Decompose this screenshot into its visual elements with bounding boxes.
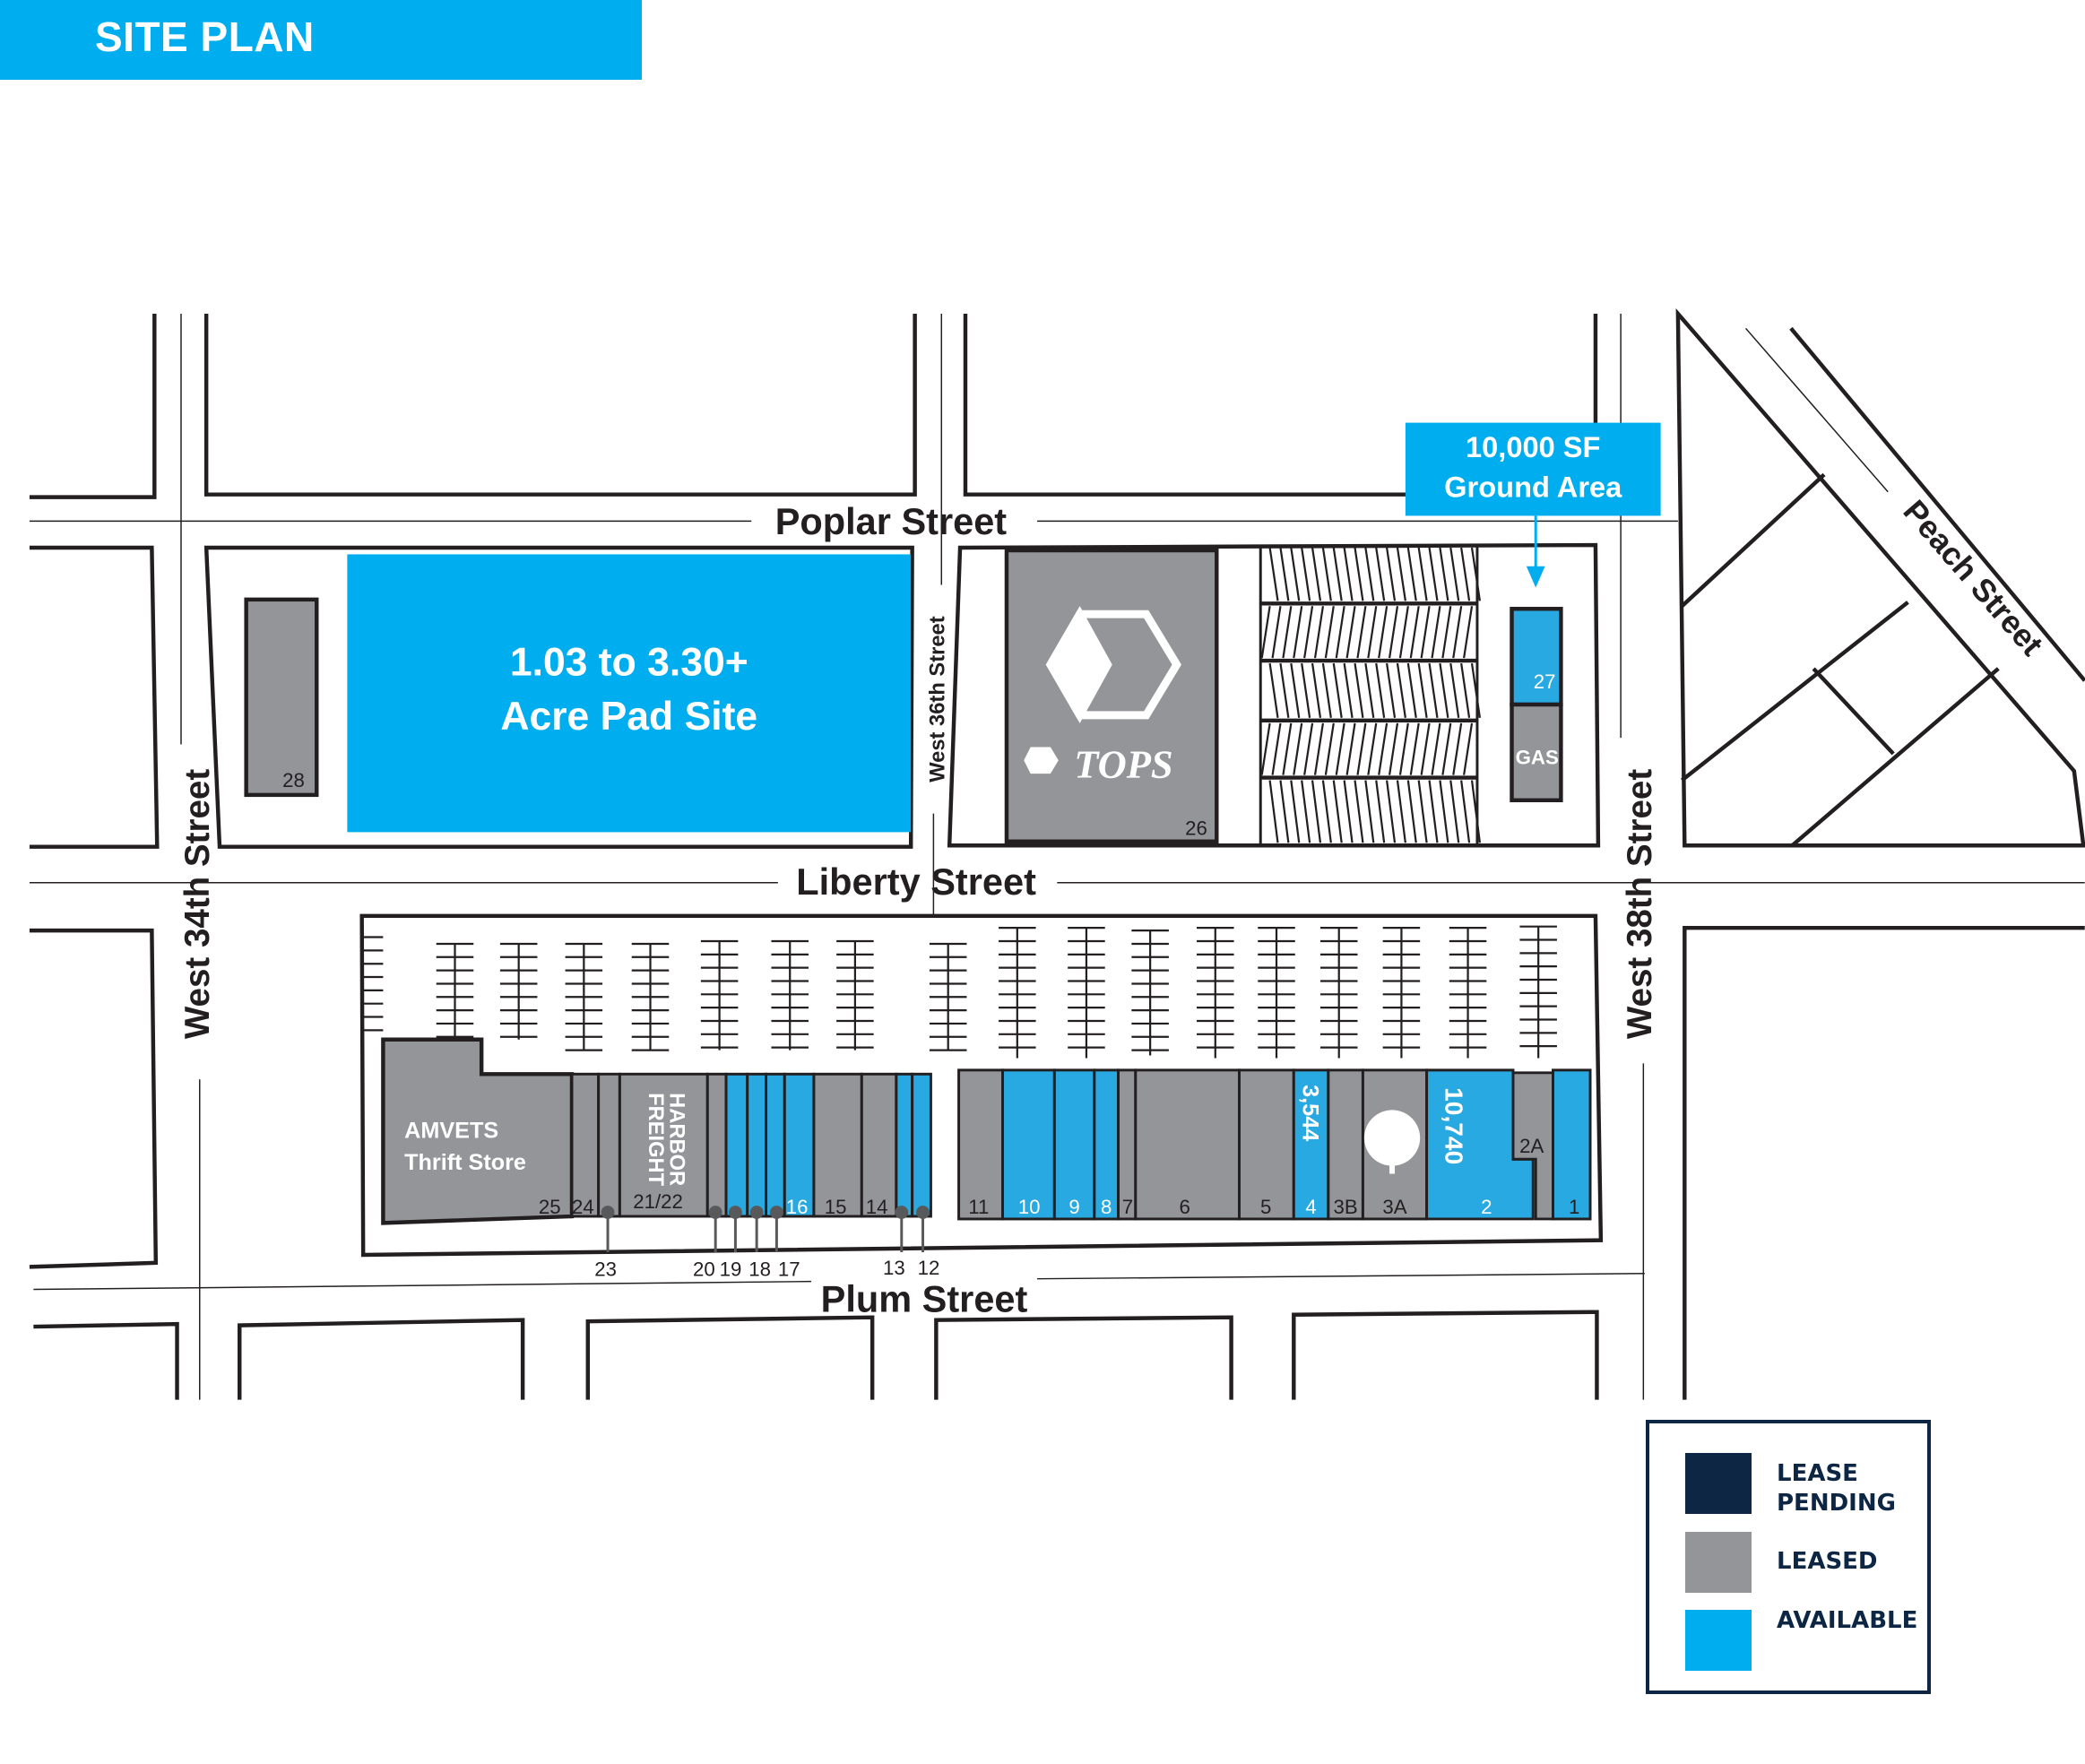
unit-13-label: 13 [883,1257,905,1279]
unit-15[interactable] [812,1072,863,1218]
unit-11[interactable] [957,1068,1004,1221]
unit-12-label: 12 [918,1257,940,1279]
ground-area-callout: 10,000 SF Ground Area [1405,422,1661,588]
arrow-down-icon [1526,566,1545,588]
harbor-line2: FREIGHT [644,1093,667,1187]
pad-site[interactable]: 1.03 to 3.30+ Acre Pad Site [347,554,912,833]
unit-19-label: 19 [720,1258,742,1281]
parking-south [363,925,1557,1059]
strip-east: 3,544 10,740 11 10 9 8 7 6 5 4 3B 3A 2 2… [957,1068,1592,1221]
unit-4-label: 4 [1305,1196,1316,1218]
unit-9-label: 9 [1068,1196,1079,1218]
amvets-line1: AMVETS [404,1118,498,1143]
unit-3a-label: 3A [1382,1196,1406,1218]
callout-line2: Ground Area [1444,471,1622,504]
unit-14-label: 14 [866,1196,888,1218]
shopping-center-lot [359,913,1604,1258]
street-label-peach: Peach Street [1896,493,2050,662]
unit-8-label: 8 [1101,1196,1112,1218]
unit-17-label: 17 [778,1258,800,1281]
unit-21-22-label: 21/22 [633,1190,683,1213]
unit-28[interactable]: 28 [244,597,319,798]
unit-19[interactable] [724,1072,749,1218]
unit-17[interactable] [765,1072,786,1218]
unit-23[interactable] [597,1072,621,1218]
unit-24[interactable] [570,1072,601,1218]
street-label-w38: West 38th Street [1621,769,1659,1039]
gas-station[interactable]: GAS [1510,702,1563,803]
unit-27-label: 27 [1534,670,1556,693]
unit-4[interactable] [1292,1068,1330,1221]
amvets-line2: Thrift Store [404,1150,526,1175]
unit-5-label: 5 [1260,1196,1271,1218]
city-blocks [29,307,2085,1400]
unit-10[interactable] [1001,1068,1056,1221]
legend-swatch-available [1685,1610,1752,1671]
street-label-plum: Plum Street [821,1278,1028,1320]
unit-24-label: 24 [572,1196,594,1218]
pad-site-line1: 1.03 to 3.30+ [510,640,748,684]
unit-2-label: 2 [1481,1196,1492,1218]
tree-logo-icon [1363,1110,1421,1174]
unit-23-label: 23 [594,1258,617,1281]
page-title: SITE PLAN [95,13,315,60]
unit-11-label: 11 [968,1196,989,1218]
unit-28-label: 28 [282,769,305,791]
street-label-liberty: Liberty Street [796,860,1036,903]
unit-20[interactable] [705,1072,728,1218]
street-centerlines [29,313,2085,1400]
unit-2a-label: 2A [1519,1135,1544,1157]
unit-16[interactable] [783,1072,816,1218]
unit-13[interactable] [895,1072,914,1218]
unit-3b-label: 3B [1334,1196,1358,1218]
street-label-w36: West 36th Street [926,616,949,783]
unit-27[interactable]: 27 [1510,607,1563,707]
unit-1-label: 1 [1569,1196,1579,1218]
pad-site-line2: Acre Pad Site [500,695,757,739]
unit-5[interactable] [1238,1068,1295,1221]
tops-logo-icon [1045,606,1181,723]
unit-18[interactable] [746,1072,768,1218]
unit-26-tops[interactable]: TOPS 26 [1004,548,1219,843]
legend-swatch-leased [1685,1532,1752,1593]
unit-15-label: 15 [825,1196,847,1218]
gas-label: GAS [1516,747,1559,769]
callout-line1: 10,000 SF [1466,430,1600,463]
site-plan-header: SITE PLAN [0,0,642,80]
strip-west: AMVETS Thrift Store HARBOR FREIGHT 25 24… [381,1037,940,1281]
unit-7-label: 7 [1122,1196,1133,1218]
unit-18-label: 18 [748,1258,771,1281]
parking-stripes-north [1260,547,1482,843]
unit-26-label: 26 [1185,817,1207,839]
harbor-line1: HARBOR [665,1093,688,1186]
tops-mark-icon [1024,747,1059,774]
street-label-w34: West 34th Street [178,769,217,1039]
unit-20-label: 20 [693,1258,715,1281]
unit-16-label: 16 [786,1196,809,1218]
unit-3b[interactable] [1327,1068,1364,1221]
unit-2-sf: 10,740 [1440,1087,1468,1164]
unit-12[interactable] [911,1072,932,1218]
legend-label-leased: LEASED [1777,1548,1878,1575]
unit-1[interactable] [1552,1068,1592,1221]
street-label-poplar: Poplar Street [775,500,1008,542]
legend-label-available: AVAILABLE [1777,1607,1918,1634]
unit-25-label: 25 [539,1196,561,1218]
tops-logo-text: TOPS [1074,742,1172,787]
unit-10-label: 10 [1018,1196,1041,1218]
unit-9[interactable] [1052,1068,1096,1221]
unit-21-22-harbor-freight[interactable] [618,1072,709,1218]
unit-6-label: 6 [1179,1196,1190,1218]
unit-8[interactable] [1093,1068,1120,1221]
legend-swatch-lease-pending [1685,1453,1752,1514]
unit-4-sf: 3,544 [1298,1085,1323,1141]
unit-6[interactable] [1134,1068,1241,1221]
